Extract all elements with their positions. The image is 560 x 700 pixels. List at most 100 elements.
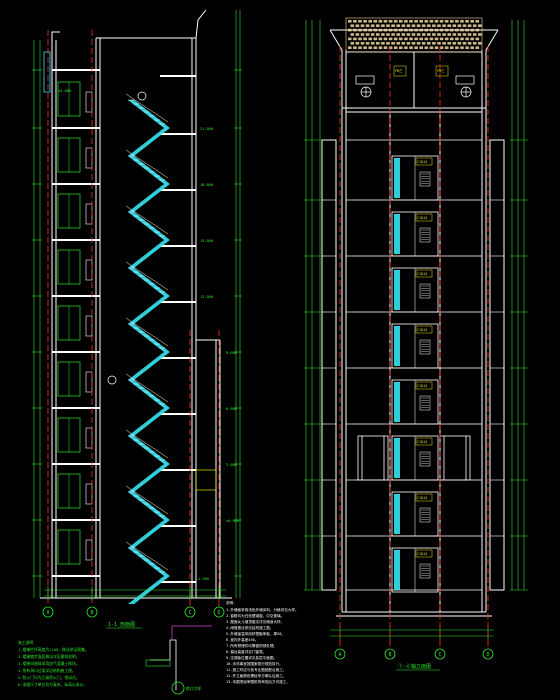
stair-handrail — [125, 429, 169, 459]
window-tag: C1815 — [417, 384, 427, 388]
roof-tile — [475, 37, 480, 41]
stair-handrail — [125, 93, 169, 123]
roof-tile — [450, 46, 454, 49]
roof-tile — [475, 46, 480, 49]
roof-tile — [450, 28, 454, 32]
roof-tile — [391, 42, 395, 45]
roof-tile — [414, 20, 418, 23]
roof-tile — [452, 42, 457, 45]
window-tag: C1815 — [417, 496, 427, 500]
roof-tile — [470, 37, 474, 41]
roof-tile — [470, 28, 474, 32]
roof-tile — [478, 33, 482, 36]
stair-flight — [128, 492, 170, 520]
elevation-axis-label: B — [388, 652, 391, 658]
roof-tile — [421, 42, 426, 45]
roof-tile — [416, 42, 421, 45]
roof-tile — [478, 42, 482, 45]
roof-tile — [373, 20, 378, 23]
stair-flight — [128, 520, 170, 548]
roof-tile — [411, 33, 416, 36]
roof-tile — [358, 46, 362, 49]
door-jamb — [85, 539, 93, 561]
roof-tile — [368, 37, 372, 41]
stair-flight — [128, 352, 170, 380]
roof-tile — [478, 24, 482, 27]
roof-tile — [393, 37, 398, 41]
roof-tile — [432, 24, 436, 27]
roof-tile — [434, 46, 439, 49]
roof-tile — [376, 42, 380, 45]
roof-tile — [434, 28, 439, 32]
stair-flight — [128, 212, 170, 240]
roof-tile — [452, 24, 457, 27]
roof-tile — [442, 24, 446, 27]
section-note-line: 5.防火门均为乙级防火门，常闭式。 — [18, 675, 80, 680]
window-tag: C1815 — [417, 216, 427, 220]
roof-tile — [353, 37, 357, 41]
roof-tile — [432, 42, 436, 45]
roof-tile — [401, 33, 406, 36]
roof-tile — [363, 20, 367, 23]
roof-tile — [427, 33, 431, 36]
roof-tile — [439, 20, 444, 23]
roof-tile — [434, 37, 439, 41]
roof-tile — [470, 46, 474, 49]
elevation-note-line: 12.外立面颜色需经甲方确认后施工。 — [226, 673, 286, 678]
elevation-note-line: 6.室内外高差450。 — [226, 637, 258, 642]
roof-tile — [396, 33, 400, 36]
stair-handrail — [125, 541, 169, 571]
roof-tile — [419, 28, 423, 32]
roof-tile — [475, 28, 480, 32]
roof-tile — [470, 20, 474, 23]
roof-tile — [348, 46, 352, 49]
roof-tile — [391, 33, 395, 36]
roof-tile — [416, 24, 421, 27]
roof-tile — [439, 46, 444, 49]
roof-tile — [393, 46, 398, 49]
roof-tag: FM乙 — [437, 68, 445, 73]
section-axis-label: C — [188, 610, 191, 616]
roof-tile — [388, 46, 393, 49]
stair-flight — [128, 464, 170, 492]
roof-tile — [462, 24, 467, 27]
roof-tile — [409, 46, 413, 49]
roof-tile — [348, 20, 352, 23]
louver-frame — [419, 339, 431, 355]
roof-tile — [368, 28, 372, 32]
window-tag-frame — [415, 381, 433, 390]
roof-tile — [419, 20, 423, 23]
stair-flight — [128, 548, 170, 576]
section-window-top — [43, 51, 51, 93]
roof-tile — [388, 20, 393, 23]
roof-tile — [355, 42, 360, 45]
roof-tile — [437, 24, 441, 27]
roof-tile — [465, 46, 469, 49]
window-tag-frame — [415, 213, 433, 222]
roof-tile — [475, 20, 480, 23]
roof-tile — [414, 37, 418, 41]
roof-tile — [429, 20, 434, 23]
roof-tile — [437, 42, 441, 45]
roof-tile — [350, 33, 355, 36]
roof-tile — [467, 33, 472, 36]
roof-tile — [467, 24, 472, 27]
roof-tile — [376, 24, 380, 27]
roof-tile — [409, 20, 413, 23]
roof-tile — [406, 42, 411, 45]
roof-hatch-frame — [345, 17, 483, 53]
roof-tile — [421, 33, 426, 36]
roof-tile — [368, 20, 372, 23]
roof-tile — [419, 37, 423, 41]
roof-tile — [360, 42, 365, 45]
roof-tile — [409, 37, 413, 41]
louver-frame — [419, 451, 431, 467]
elevation-note-line: 8.窗台高度详见门窗表。 — [226, 649, 266, 654]
section-level-marks: ±0.000 3.000 6.000 9.000 12.000 15.000 1… — [58, 89, 239, 581]
level-mark: -1.500 — [196, 577, 209, 581]
detail-label: 檐口大样 — [186, 686, 201, 691]
elevation-notes: 说明： 1.外墙面采用浅色外墙涂料，分格详见大样。 2.窗框均为白色塑钢窗，中空… — [226, 600, 299, 684]
roof-tile — [444, 37, 449, 41]
roof-tile — [460, 37, 464, 41]
